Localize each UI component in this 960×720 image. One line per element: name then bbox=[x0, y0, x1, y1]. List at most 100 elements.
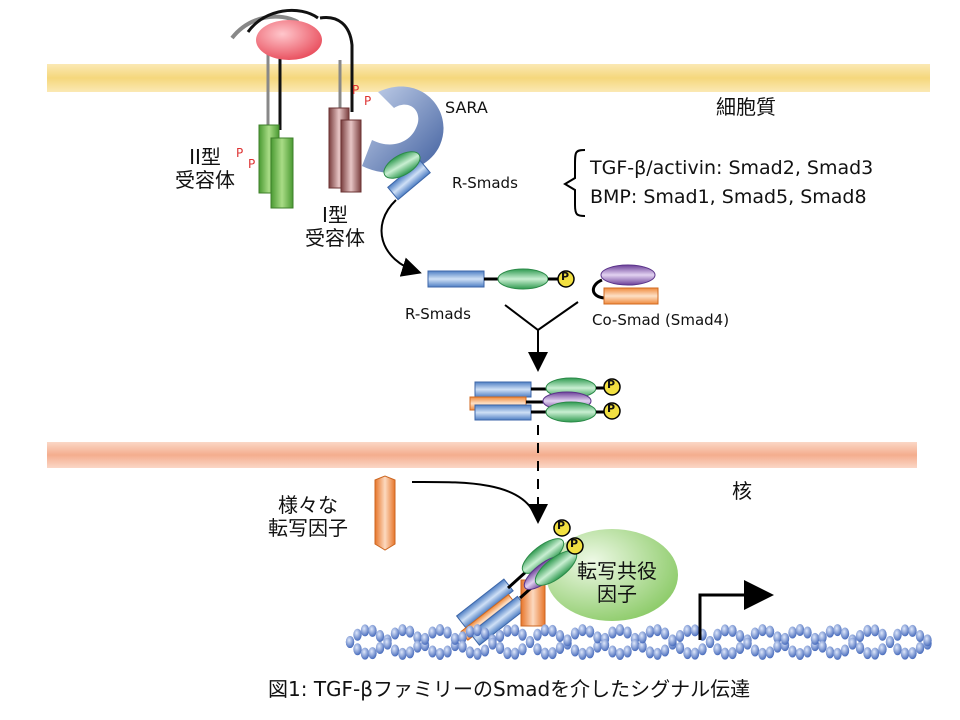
dna-bead bbox=[435, 648, 445, 660]
ligand bbox=[256, 20, 322, 60]
tf-label-line2: 転写因子 bbox=[268, 516, 348, 540]
transcription-factor-label: 様々な 転写因子 bbox=[258, 494, 358, 540]
dna-bead bbox=[510, 624, 520, 637]
plasma-membrane bbox=[47, 64, 930, 92]
dna-bead bbox=[795, 648, 805, 660]
dna-bead bbox=[660, 644, 670, 657]
dna-bead bbox=[705, 636, 715, 648]
dna-bead bbox=[480, 627, 490, 640]
dna-bead bbox=[398, 647, 407, 660]
dna-bead bbox=[413, 631, 422, 644]
type1-label-line2: 受容体 bbox=[305, 226, 365, 250]
dna-bead bbox=[623, 626, 632, 639]
dna-bead bbox=[788, 626, 797, 639]
dna-bead bbox=[698, 643, 707, 656]
dna-bead bbox=[885, 636, 895, 648]
free-r-smad bbox=[427, 268, 575, 290]
r-smads-top-label: R-Smads bbox=[452, 174, 518, 192]
dna-bead bbox=[525, 636, 535, 648]
dna-bead bbox=[578, 647, 587, 660]
tf-label-line1: 様々な bbox=[278, 493, 338, 517]
dna-bead bbox=[518, 628, 527, 641]
dna-bead bbox=[900, 624, 910, 637]
dna-bead bbox=[390, 627, 400, 640]
dna-bead bbox=[788, 645, 797, 658]
sara-protein bbox=[362, 86, 444, 173]
dna-bead bbox=[360, 624, 370, 637]
dna-bead bbox=[533, 643, 542, 656]
phospho-mark-type1-b: P bbox=[364, 94, 372, 108]
dna-bead bbox=[405, 625, 415, 638]
dna-bead bbox=[795, 624, 805, 636]
tgf-activin-line: TGF-β/activin: Smad2, Smad3 bbox=[590, 157, 874, 179]
dna-bead bbox=[833, 624, 842, 637]
p-badge-free: P bbox=[561, 270, 570, 283]
tf-arrow bbox=[411, 480, 536, 516]
dna-bead bbox=[683, 647, 692, 660]
dna-bead bbox=[420, 632, 430, 645]
dna-bead bbox=[608, 626, 617, 639]
dna-bead bbox=[615, 624, 625, 636]
type1-receptor bbox=[319, 15, 362, 193]
type2-label-line1: II型 bbox=[189, 145, 221, 169]
dna-bead bbox=[458, 640, 467, 653]
dna-bead bbox=[863, 647, 872, 660]
dna-bead bbox=[368, 624, 377, 637]
dna-bead bbox=[495, 642, 505, 654]
type2-receptor-label: II型 受容体 bbox=[160, 146, 250, 192]
figure-caption: 図1: TGF-βファミリーのSmadを介したシグナル伝達 bbox=[268, 677, 751, 701]
dna-bead bbox=[878, 643, 887, 656]
dna-bead bbox=[458, 631, 467, 644]
dna-bead bbox=[510, 647, 520, 660]
dna-bead bbox=[653, 647, 662, 660]
dna-bead bbox=[473, 624, 482, 637]
dna-bead bbox=[540, 647, 550, 660]
dna-bead bbox=[435, 624, 445, 636]
dna-bead bbox=[713, 643, 722, 656]
dna-bead bbox=[593, 640, 602, 653]
dna-bead bbox=[653, 624, 662, 637]
co-smad bbox=[591, 264, 659, 305]
transcription-factor bbox=[374, 475, 396, 551]
dna-bead bbox=[638, 640, 647, 653]
dna-bead bbox=[870, 647, 880, 660]
dna-bead bbox=[765, 625, 775, 638]
dna-double-helix bbox=[345, 624, 932, 660]
dna-bead bbox=[825, 646, 835, 659]
dna-bead bbox=[728, 624, 737, 637]
dna-bead bbox=[615, 648, 625, 660]
dna-bead bbox=[773, 631, 782, 644]
dna-bead bbox=[660, 627, 670, 640]
dna-bead bbox=[443, 645, 452, 658]
dna-bead bbox=[893, 643, 902, 656]
dna-bead bbox=[720, 647, 730, 660]
dna-bead bbox=[773, 640, 782, 653]
smad-complex-cytoplasm bbox=[469, 377, 621, 423]
dna-bead bbox=[803, 626, 812, 639]
dna-bead bbox=[765, 646, 775, 659]
nuclear-membrane bbox=[47, 442, 917, 468]
transcription-start-arrow bbox=[698, 580, 774, 640]
dna-bead bbox=[555, 642, 565, 654]
dna-bead bbox=[735, 630, 745, 642]
dna-bead bbox=[443, 626, 452, 639]
dna-bead bbox=[480, 644, 490, 657]
dna-bead bbox=[780, 632, 790, 645]
phospho-mark-type2-b: P bbox=[248, 157, 256, 171]
dna-bead bbox=[915, 642, 925, 654]
dna-bead bbox=[750, 627, 760, 640]
bmp-line: BMP: Smad1, Smad5, Smad8 bbox=[590, 186, 867, 208]
dna-bead bbox=[908, 647, 917, 660]
type2-label-line2: 受容体 bbox=[175, 168, 235, 192]
dna-bead bbox=[810, 632, 820, 645]
dna-bead bbox=[690, 647, 700, 660]
dna-bead bbox=[630, 639, 640, 652]
dna-bead bbox=[578, 624, 587, 637]
release-arrow bbox=[380, 199, 422, 277]
coactivator-label: 転写共役 因子 bbox=[562, 560, 672, 606]
dna-bead bbox=[465, 646, 475, 659]
dna-bead bbox=[345, 636, 355, 648]
dna-bead bbox=[570, 627, 580, 640]
